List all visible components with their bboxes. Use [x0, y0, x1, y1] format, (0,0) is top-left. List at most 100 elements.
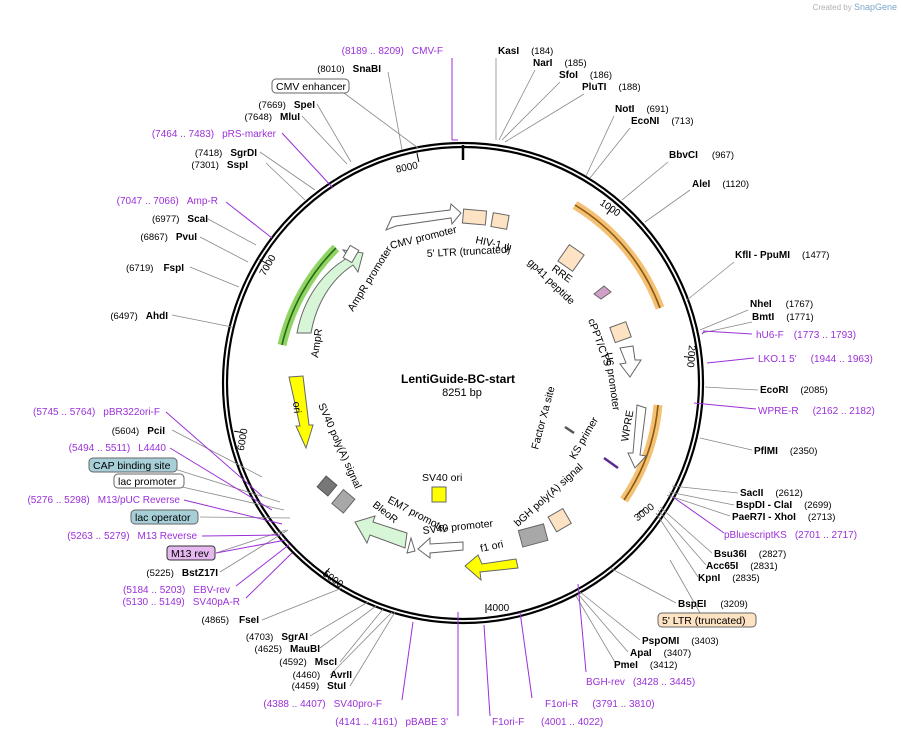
enzyme-pos: (2612) [775, 488, 802, 499]
enzyme-pos: (3407) [664, 648, 691, 659]
sv40-ori-box [431, 486, 447, 503]
svg-text:(6977)ScaI: (6977)ScaI [152, 214, 208, 225]
tick-6000: 6000 [236, 427, 251, 451]
snapgene-credit: Created by SnapGene [813, 2, 897, 12]
label-sv40-polya: SV40 poly(A) signal [315, 401, 363, 490]
green-arc-line [281, 247, 337, 346]
enzyme-pos: (3403) [691, 636, 718, 647]
f1-ori-arrow [464, 554, 519, 582]
svg-text:Bsu36I(2827): Bsu36I (2827) [714, 549, 786, 560]
enzyme-name: Bsu36I [714, 549, 747, 560]
enzyme-name: PmeI [614, 660, 638, 671]
primer-name: pBR322ori-F [103, 407, 160, 418]
credit-prefix: Created by [812, 3, 852, 12]
svg-text:PflMI(2350): PflMI(2350) [754, 446, 817, 457]
credit-brand: SnapGene [853, 2, 897, 12]
wpre-arrow [627, 404, 647, 469]
enzyme-name: SgrAI [281, 632, 308, 643]
primer-range: (5494 .. 5511) [69, 443, 131, 454]
label-ks-primer: KS primer [567, 415, 601, 462]
svg-text:(7669)SpeI: (7669)SpeI [258, 100, 315, 111]
ks-primer-mark [603, 456, 619, 470]
enzyme-name: Acc65I [706, 561, 738, 572]
svg-text:BbvCI(967): BbvCI(967) [669, 150, 734, 161]
rre-box [557, 243, 585, 273]
svg-text:(4625)MauBI: (4625)MauBI [255, 644, 321, 655]
primer-range: (5745 .. 5764) [33, 407, 95, 418]
label-factor-xa: Factor Xa site [529, 385, 557, 451]
enzyme-name: BmtI [752, 312, 774, 323]
enzyme-name: BspEI [678, 599, 707, 610]
svg-text:(7301)SspI: (7301)SspI [191, 160, 248, 171]
label-u6: U6 promoter [602, 352, 622, 412]
svg-text:pBluescriptKS(2701 .. 2717): pBluescriptKS (2701 .. 2717) [724, 530, 857, 541]
enzyme-pos: (7669) [258, 100, 285, 111]
enzyme-pos: (6719) [126, 263, 153, 274]
primer-range: (5130 .. 5149) [122, 597, 184, 608]
svg-text:SacII(2612): SacII (2612) [740, 488, 803, 499]
enzyme-pos: (4459) [292, 681, 319, 692]
svg-text:(7648)MluI: (7648)MluI [245, 112, 301, 123]
primer-name: L4440 [138, 443, 166, 454]
lac-cluster [316, 475, 338, 497]
svg-text:NarI(185): NarI(185) [533, 58, 587, 69]
svg-text:ApaI(3407): ApaI (3407) [630, 648, 691, 659]
enzyme-name: SacII [740, 488, 764, 499]
primer-range: (2162 .. 2182) [813, 406, 875, 417]
primer-range: (4388 .. 4407) [263, 699, 325, 710]
svg-text:(4388 .. 4407)SV40pro-F: (4388 .. 4407)SV40pro-F [263, 699, 382, 710]
primer-name: BGH-rev [586, 677, 625, 688]
enzyme-name: MluI [280, 112, 300, 123]
primer-range: (1773 .. 1793) [794, 330, 856, 341]
label-ltr: 5' LTR (truncated) [427, 244, 511, 260]
enzyme-pos: (1477) [802, 250, 829, 261]
ori-arrow [288, 375, 314, 450]
primer-name: LKO.1 5' [758, 354, 797, 365]
tick-7000: 7000 [258, 253, 279, 278]
primer-name: hU6-F [756, 330, 784, 341]
tick-2000: 2000 [684, 345, 697, 369]
u6-arrow [619, 345, 642, 378]
enzyme-pos: (4460) [293, 670, 320, 681]
label-ori: ori [290, 401, 303, 414]
enzyme-name: AvrII [330, 670, 352, 681]
svg-text:BspEI(3209): BspEI(3209) [678, 599, 748, 610]
svg-text:(6719)FspI: (6719)FspI [126, 263, 184, 274]
enzyme-name: NotI [615, 104, 635, 115]
primer-name: EBV-rev [193, 585, 230, 596]
enzyme-pos: (691) [646, 104, 668, 115]
svg-text:(5225)BstZ17I: (5225)BstZ17I [146, 568, 218, 579]
svg-text:PluTI(188): PluTI(188) [582, 82, 641, 93]
primer-name: pBluescriptKS [724, 530, 787, 541]
enzyme-pos: (5604) [112, 426, 139, 437]
orange-arc-bottom-line [623, 404, 659, 501]
tick-5000: 5000 [320, 569, 345, 591]
enzyme-name: ApaI [630, 648, 652, 659]
enzyme-pos: (4703) [246, 632, 273, 643]
svg-text:Acc65I(2831): Acc65I(2831) [706, 561, 778, 572]
svg-text:(8010)SnaBI: (8010)SnaBI [317, 64, 381, 75]
enzyme-name: BspDI - ClaI [736, 500, 792, 511]
label-f1ori: f1 ori [479, 538, 504, 555]
enzyme-pos: (4625) [255, 644, 282, 655]
primer-range: (7464 .. 7483) [152, 129, 214, 140]
svg-text:NotI(691): NotI (691) [615, 104, 669, 115]
svg-text:(8189 .. 8209)CMV-F: (8189 .. 8209)CMV-F [342, 46, 443, 57]
primer-range: (2701 .. 2717) [795, 530, 857, 541]
primer-range: (5184 .. 5203) [123, 585, 185, 596]
svg-text:(4001 .. 4022): (4001 .. 4022) [541, 717, 603, 728]
svg-text:EcoNI(713): EcoNI(713) [631, 116, 694, 127]
enzyme-pos: (5225) [146, 568, 173, 579]
primer-range: (5276 .. 5298) [27, 495, 89, 506]
svg-text:(5130 .. 5149)SV40pA-R: (5130 .. 5149)SV40pA-R [122, 597, 240, 608]
enzyme-pos: (2827) [759, 549, 786, 560]
plasmid-size: 8251 bp [442, 387, 482, 399]
enzyme-pos: (3412) [650, 660, 677, 671]
enzyme-name: ScaI [187, 214, 208, 225]
gray-block-right [517, 523, 549, 548]
tick-8000: 8000 [395, 160, 419, 175]
svg-text:(4141 .. 4161)pBABE 3': (4141 .. 4161)pBABE 3' [335, 717, 448, 728]
primer-name: WPRE-R [758, 406, 799, 417]
svg-text:(4592)MscI: (4592)MscI [279, 657, 337, 668]
